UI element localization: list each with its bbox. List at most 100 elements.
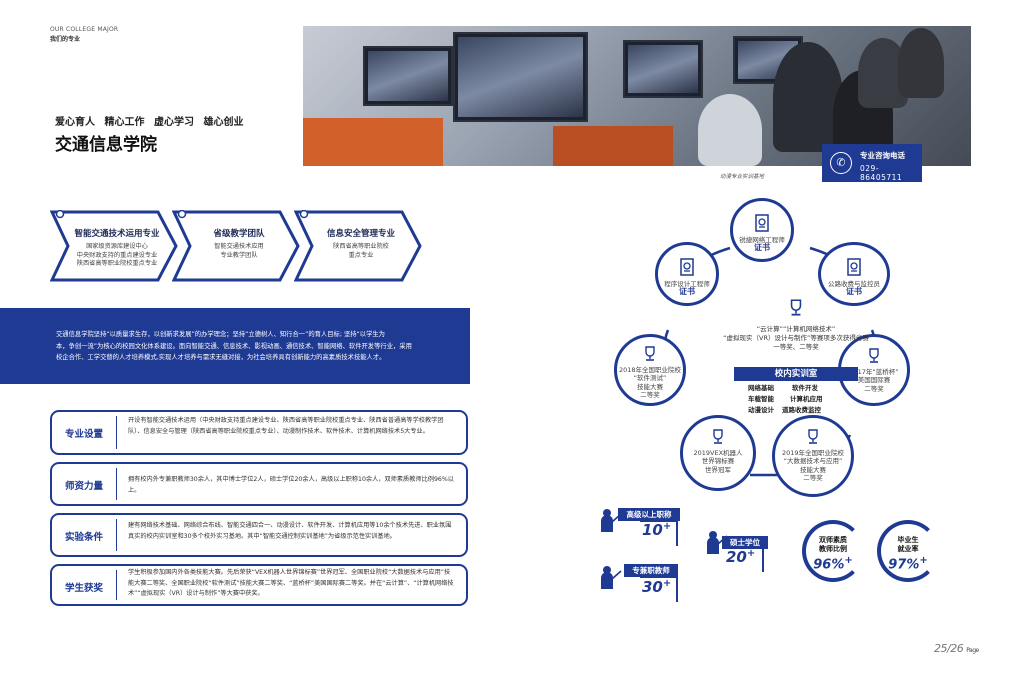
intro-band: 交通信息学院坚持“以质量求生存，以创新求发展”的办学理念；坚持“立德树人、知行合… bbox=[0, 308, 470, 384]
divider bbox=[116, 519, 117, 551]
info-label: 实验条件 bbox=[64, 532, 103, 543]
trophy-icon bbox=[786, 298, 806, 322]
classroom-photo bbox=[303, 26, 971, 166]
ratio-label: 双师素质教师比例 bbox=[819, 536, 847, 553]
intro-line: 本，争创一流”为核心的校园文化体系建设。面向智能交通、信息技术、影视动画、通信技… bbox=[56, 342, 412, 350]
award-circle-bigdata: 2019年全国职业院校 “大数据技术与应用” 技能大赛 二等奖 bbox=[772, 415, 854, 497]
teacher-icon bbox=[600, 508, 622, 538]
award-line: 美国国际赛 bbox=[857, 376, 891, 384]
info-label: 师资力量 bbox=[64, 481, 103, 492]
page-number: 25/26 Page bbox=[934, 642, 979, 655]
chevron-title: 智能交通技术运用专业 bbox=[74, 229, 160, 239]
award-line: 2017年“蓝桥杯” bbox=[849, 367, 899, 376]
intro-line: 交通信息学院坚持“以质量求生存，以创新求发展”的办学理念；坚持“立德树人、知行合… bbox=[56, 331, 385, 338]
stat-senior-label: 高级以上职称 bbox=[618, 508, 680, 521]
phone-icon: ✆ bbox=[830, 152, 852, 174]
chevron-item-security: 信息安全管理专业 陕西省高等职业院校重点专业 bbox=[294, 210, 422, 282]
award-line: 2019年全国职业院校 bbox=[781, 448, 845, 457]
photo-caption: 动漫专业实训基地 bbox=[720, 174, 765, 180]
motto: 爱心育人 精心工作 虚心学习 雄心创业 bbox=[55, 117, 244, 128]
award-line: 技能大赛 bbox=[637, 382, 663, 391]
award-line: 2019VEX机器人 bbox=[693, 448, 743, 457]
hotline-title: 专业咨询电话 bbox=[860, 151, 905, 160]
chevron-desc: 国家级资源库建设中心中央财政支持的重点建设专业陕西省高等职业院校重点专业 bbox=[76, 243, 158, 267]
award-line: 世界锦标赛 bbox=[701, 457, 735, 465]
award-circle-2017: 2017年“蓝桥杯” 美国国际赛 二等奖 bbox=[838, 334, 910, 406]
cert-circle-highway: 公路收费与监控员 证书 bbox=[818, 242, 890, 306]
cert-circle-programmer: 程序设计工程师 证书 bbox=[655, 242, 719, 306]
intro-line: 校企合作、工学交替的人才培养模式,实现人才培养与需求无缝对接，为社会培养具有创新… bbox=[56, 354, 386, 361]
lab-item: 网络基础 bbox=[748, 384, 774, 392]
lab-item: 软件开发 bbox=[792, 384, 818, 392]
rate-value: 97%+ bbox=[888, 555, 928, 573]
lab-title: 校内实训室 bbox=[734, 367, 858, 381]
certificate-icon bbox=[821, 257, 887, 280]
cert-label: 证书 bbox=[679, 287, 695, 296]
info-label: 学生获奖 bbox=[64, 583, 103, 594]
info-label: 专业设置 bbox=[64, 429, 103, 440]
chevron-title: 信息安全管理专业 bbox=[326, 229, 395, 239]
chevron-title: 省级教学团队 bbox=[213, 229, 265, 239]
info-text: 学生积极参加国内外各类技能大赛。先后荣获“VEX机器人世界锦标赛”世界冠军、全国… bbox=[128, 569, 454, 597]
center-award-text: “云计算”“计算机网络技术” “虚拟现实（VR）设计与制作”等赛项多次获得省赛 … bbox=[723, 325, 869, 351]
lab-item: 道路收费监控 bbox=[782, 406, 821, 414]
section-label-cn: 我们的专业 bbox=[50, 36, 81, 43]
hotline-box[interactable]: ✆ 专业咨询电话 029-86405711 bbox=[822, 144, 922, 182]
award-line: 世界冠军 bbox=[705, 465, 731, 474]
award-line: 二等奖 bbox=[803, 474, 823, 482]
award-line: “大数据技术与应用” bbox=[783, 457, 843, 465]
info-row-majors: 专业设置 开设有智能交通技术运用（中央财政支持重点建设专业、陕西省高等职业院校重… bbox=[50, 410, 468, 455]
divider bbox=[116, 416, 117, 449]
rate-label: 毕业生就业率 bbox=[897, 536, 919, 553]
stat-frame bbox=[726, 546, 764, 572]
stat-master-value: 20+ bbox=[726, 548, 756, 566]
trophy-icon bbox=[617, 345, 683, 366]
info-row-faculty: 师资力量 拥有校内外专兼职教师30余人，其中博士学位2人，硕士学位20余人，高级… bbox=[50, 462, 468, 506]
award-line: 技能大赛 bbox=[800, 465, 826, 474]
chevron-desc: 陕西省高等职业院校重点专业 bbox=[333, 243, 389, 259]
trophy-icon bbox=[775, 428, 851, 449]
lab-item: 动漫设计 bbox=[748, 406, 774, 414]
lab-item: 车载智能 bbox=[748, 395, 774, 403]
certificate-icon bbox=[733, 213, 791, 236]
hotline-number: 029-86405711 bbox=[860, 164, 903, 182]
cert-text: 公路收费与监控员 bbox=[828, 279, 880, 288]
dual-teacher-ratio: 双师素质教师比例 96%+ bbox=[802, 520, 864, 582]
divider bbox=[116, 570, 117, 600]
section-label-en: OUR COLLEGE MAJOR bbox=[50, 26, 119, 33]
chevron-item-team: 省级教学团队 智能交通技术应用专业教学团队 bbox=[172, 210, 300, 282]
trophy-icon bbox=[841, 347, 907, 368]
stat-parttime-label: 专兼职教师 bbox=[624, 564, 678, 577]
ratio-value: 96%+ bbox=[813, 555, 853, 573]
award-line: 二等奖 bbox=[640, 391, 660, 399]
stat-frame bbox=[640, 576, 678, 602]
stat-senior-value: 10+ bbox=[642, 521, 672, 539]
cert-text: 锐捷网络工程师 bbox=[739, 235, 785, 244]
award-circle-2018: 2018年全国职业院校 “软件测试” 技能大赛 二等奖 bbox=[614, 334, 686, 406]
employment-rate: 毕业生就业率 97%+ bbox=[877, 520, 939, 582]
trophy-icon bbox=[683, 428, 753, 449]
stat-parttime-value: 30+ bbox=[642, 578, 672, 596]
cert-label: 证书 bbox=[754, 243, 770, 252]
award-circle-vex: 2019VEX机器人 世界锦标赛 世界冠军 bbox=[680, 415, 756, 491]
chevron-desc: 智能交通技术应用专业教学团队 bbox=[214, 243, 264, 259]
chevron-item-traffic: 智能交通技术运用专业 国家级资源库建设中心中央财政支持的重点建设专业陕西省高等职… bbox=[50, 210, 178, 282]
cert-label: 证书 bbox=[846, 287, 862, 296]
info-text: 建有网络技术基础、网络综合布线、智能交通四合一、动漫设计、软件开发、计算机应用等… bbox=[128, 522, 452, 540]
stat-frame bbox=[640, 520, 678, 546]
award-line: 二等奖 bbox=[864, 384, 884, 393]
award-line: 2018年全国职业院校 bbox=[618, 365, 682, 374]
info-text: 开设有智能交通技术运用（中央财政支持重点建设专业、陕西省高等职业院校重点专业、陕… bbox=[128, 417, 444, 435]
cert-text: 程序设计工程师 bbox=[664, 279, 710, 288]
lab-item: 计算机应用 bbox=[790, 395, 823, 403]
info-row-awards: 学生获奖 学生积极参加国内外各类技能大赛。先后荣获“VEX机器人世界锦标赛”世界… bbox=[50, 564, 468, 606]
teacher-icon bbox=[600, 565, 622, 595]
award-line: “软件测试” bbox=[633, 374, 667, 382]
stat-master-label: 硕士学位 bbox=[722, 536, 768, 549]
info-row-labs: 实验条件 建有网络技术基础、网络综合布线、智能交通四合一、动漫设计、软件开发、计… bbox=[50, 513, 468, 557]
certificate-icon bbox=[658, 257, 716, 280]
cert-circle-ruijie: 锐捷网络工程师 证书 bbox=[730, 198, 794, 262]
info-text: 拥有校内外专兼职教师30余人，其中博士学位2人，硕士学位20余人，高级以上职称1… bbox=[128, 476, 454, 494]
page-title: 交通信息学院 bbox=[55, 135, 157, 155]
divider bbox=[116, 468, 117, 500]
